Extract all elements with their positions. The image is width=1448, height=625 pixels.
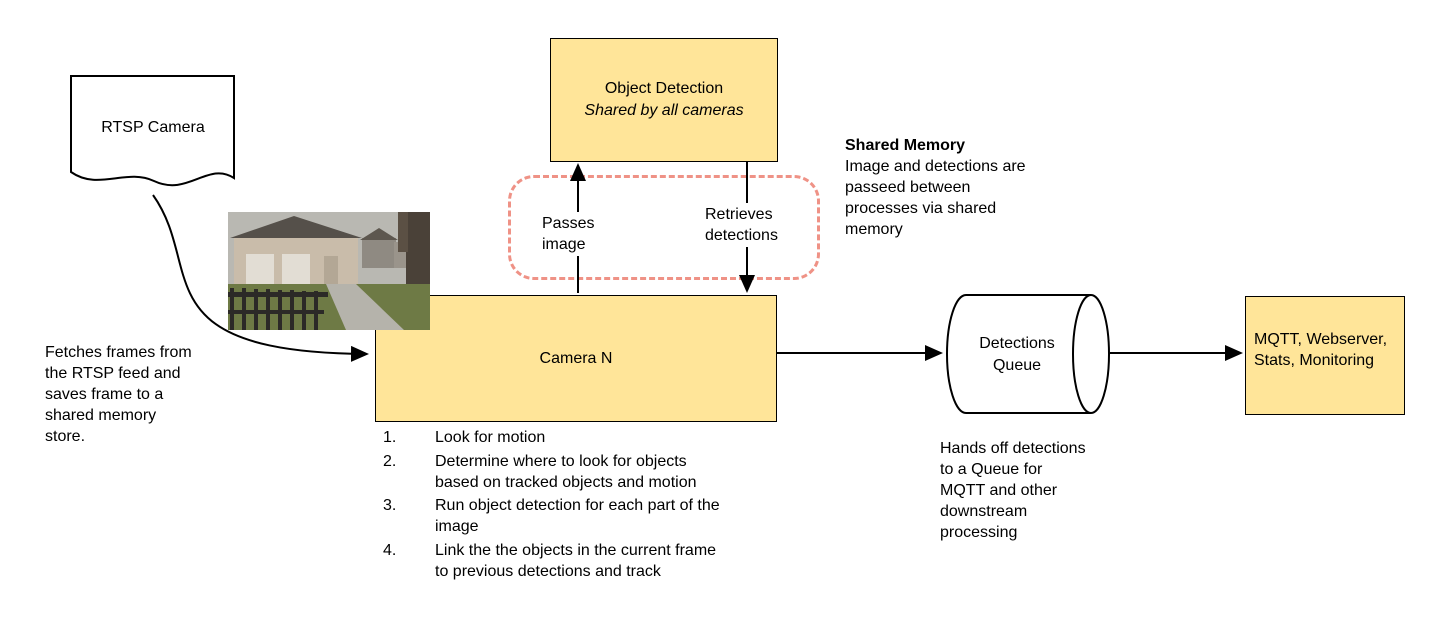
step-item: 1. Look for motion bbox=[383, 428, 783, 449]
camera-steps-list: 1. Look for motion 2. Determine where to… bbox=[383, 428, 783, 586]
cylinder-shape-icon bbox=[946, 294, 1110, 414]
passes-image-label: Passes image bbox=[540, 212, 597, 257]
step-text: Link the the objects in the current fram… bbox=[435, 541, 717, 580]
mqtt-webserver-box: MQTT, Webserver, Stats, Monitoring bbox=[1245, 296, 1405, 415]
step-item: 4. Link the the objects in the current f… bbox=[383, 541, 783, 583]
object-detection-box: Object Detection Shared by all cameras bbox=[550, 38, 778, 162]
shared-memory-note-title: Shared Memory bbox=[845, 137, 966, 154]
shared-memory-note: Shared Memory Image and detections are p… bbox=[845, 135, 1060, 241]
step-number: 4. bbox=[383, 541, 397, 559]
object-detection-subtitle: Shared by all cameras bbox=[584, 102, 744, 119]
camera-n-box: Camera N bbox=[375, 295, 777, 422]
rtsp-camera-label: RTSP Camera bbox=[101, 119, 205, 136]
document-shape-icon bbox=[70, 75, 235, 187]
shared-memory-dashed-region bbox=[508, 175, 820, 280]
queue-handoff-note: Hands off detections to a Queue for MQTT… bbox=[940, 440, 1086, 542]
rtsp-camera-shape: RTSP Camera bbox=[70, 75, 236, 203]
shared-memory-note-body: Image and detections are passeed between… bbox=[845, 158, 1026, 239]
detections-queue-cylinder: Detections Queue bbox=[945, 293, 1111, 416]
object-detection-title: Object Detection bbox=[604, 80, 724, 98]
step-text: Determine where to look for objects base… bbox=[435, 452, 697, 491]
step-item: 2. Determine where to look for objects b… bbox=[383, 452, 783, 494]
step-number: 3. bbox=[383, 497, 397, 515]
fetches-frames-note: Fetches frames from the RTSP feed and sa… bbox=[45, 344, 192, 446]
mqtt-webserver-label: MQTT, Webserver, Stats, Monitoring bbox=[1254, 331, 1388, 370]
backyard-photo-icon bbox=[228, 212, 430, 330]
camera-snapshot-image bbox=[228, 212, 430, 330]
step-number: 2. bbox=[383, 452, 397, 470]
step-text: Look for motion bbox=[435, 429, 546, 446]
retrieves-detections-label: Retrieves detections bbox=[703, 203, 780, 248]
step-number: 1. bbox=[383, 429, 397, 446]
step-text: Run object detection for each part of th… bbox=[435, 497, 720, 536]
camera-n-label: Camera N bbox=[539, 349, 613, 367]
detections-queue-label: Detections Queue bbox=[979, 334, 1055, 374]
step-item: 3. Run object detection for each part of… bbox=[383, 496, 783, 538]
rtsp-to-camera-arrow bbox=[152, 194, 369, 362]
